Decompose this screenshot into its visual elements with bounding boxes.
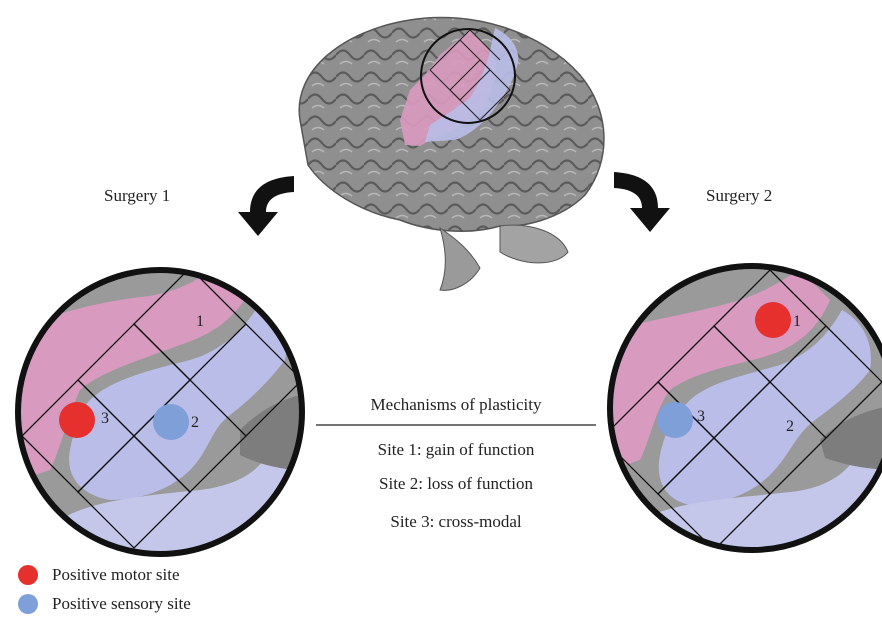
- legend-sensory-label: Positive sensory site: [52, 594, 191, 614]
- right-grid-label-3: 3: [697, 408, 705, 426]
- right-sensory-site: [657, 402, 693, 438]
- mechanism-site-1: Site 1: gain of function: [378, 440, 535, 460]
- arrow-left-icon: [238, 176, 294, 236]
- right-magnified-view: [600, 262, 882, 562]
- mechanisms-title: Mechanisms of plasticity: [371, 395, 542, 415]
- surgery-2-label: Surgery 2: [706, 186, 772, 206]
- left-grid-label-1: 1: [196, 313, 204, 331]
- arrow-right-icon: [614, 172, 670, 232]
- right-motor-site: [755, 302, 791, 338]
- legend-motor-dot: [18, 565, 38, 585]
- right-grid-label-1: 1: [793, 313, 801, 331]
- mechanism-site-3: Site 3: cross-modal: [390, 512, 521, 532]
- left-motor-site: [59, 402, 95, 438]
- mechanism-site-2: Site 2: loss of function: [379, 474, 533, 494]
- right-grid-label-2: 2: [786, 418, 794, 436]
- brain-illustration: [299, 17, 604, 290]
- left-sensory-site: [153, 404, 189, 440]
- left-grid-label-3: 3: [101, 410, 109, 428]
- left-magnified-view: [10, 262, 310, 562]
- left-grid-label-2: 2: [191, 414, 199, 432]
- legend-motor-label: Positive motor site: [52, 565, 180, 585]
- legend-sensory-dot: [18, 594, 38, 614]
- surgery-1-label: Surgery 1: [104, 186, 170, 206]
